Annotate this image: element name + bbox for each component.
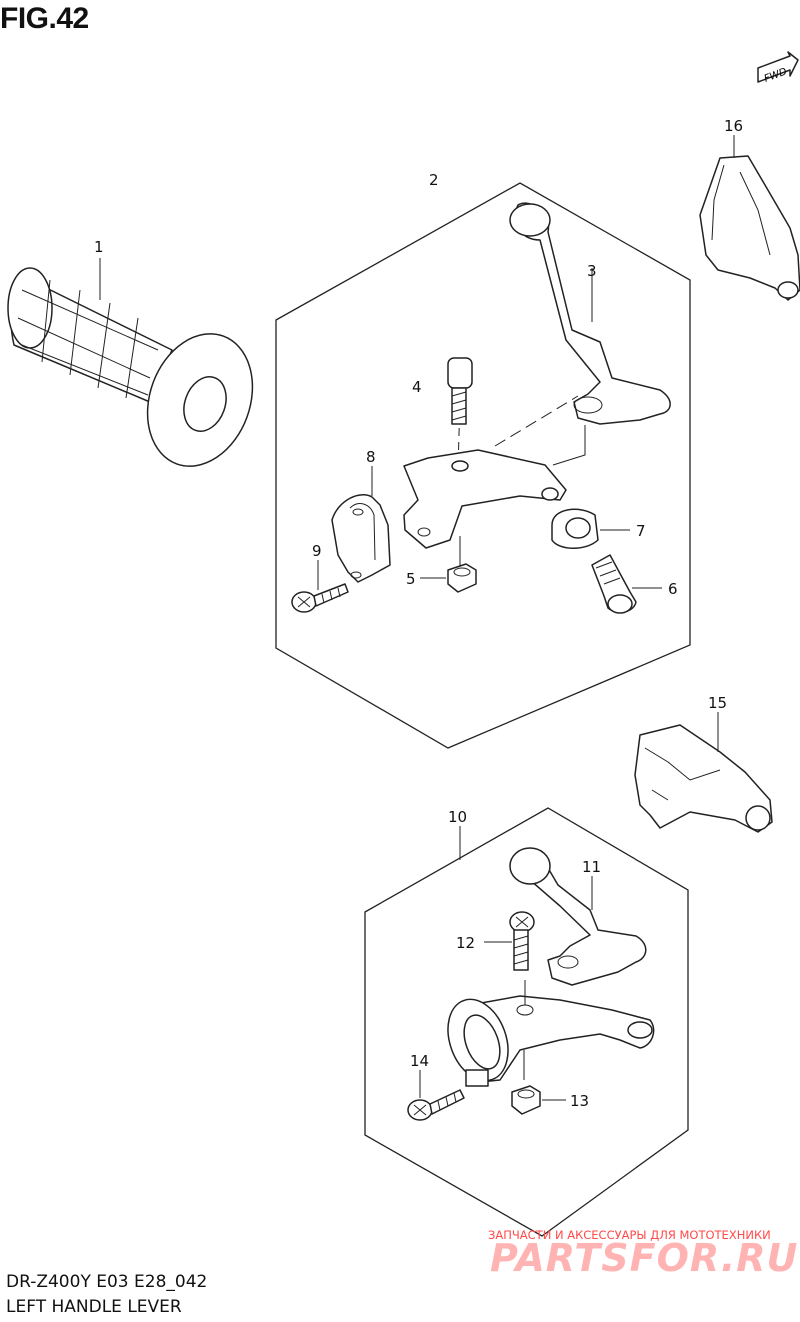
callout-6: 6: [668, 580, 678, 598]
callout-4: 4: [412, 378, 422, 396]
adjuster-collar: [551, 508, 630, 549]
adjuster-bolt: [591, 554, 662, 614]
callout-3: 3: [587, 262, 597, 280]
part-name: LEFT HANDLE LEVER: [6, 1297, 182, 1317]
kit-outline-lower: [364, 807, 689, 1237]
lever-cover-upper: [699, 135, 800, 301]
callout-5: 5: [406, 570, 416, 588]
callout-12: 12: [456, 934, 475, 952]
callout-7: 7: [636, 522, 646, 540]
pivot-bolt: [447, 357, 473, 425]
callout-16: 16: [724, 117, 743, 135]
model-code: DR-Z400Y E03 E28_042: [6, 1272, 208, 1292]
lower-clamp-screw: [407, 1070, 465, 1121]
callout-13: 13: [570, 1092, 589, 1110]
callout-1: 1: [94, 238, 104, 256]
forward-arrow-icon: FWD: [757, 51, 799, 85]
callout-11: 11: [582, 858, 601, 876]
callout-15: 15: [708, 694, 727, 712]
kit-outline-upper: [275, 182, 691, 749]
watermark-subtitle: ЗАПЧАСТИ И АКСЕССУАРЫ ДЛЯ МОТОТЕХНИКИ: [488, 1228, 771, 1242]
figure-title: FIG.42: [0, 2, 89, 35]
grip: [7, 258, 254, 467]
callout-labels: 1 2 3 4 5 6 7 8 9 10 11 12 13 14 15 16: [94, 117, 743, 1110]
lever-bracket: [403, 449, 567, 566]
lever-cover-lower: [634, 712, 773, 833]
callout-10: 10: [448, 808, 467, 826]
callout-8: 8: [366, 448, 376, 466]
watermark-logo: PARTSFOR.RU: [490, 1236, 799, 1280]
lower-pivot-bolt: [484, 911, 535, 971]
callout-2: 2: [429, 171, 439, 189]
clamp-screw: [291, 560, 349, 613]
lower-lever-bracket: [447, 826, 655, 1087]
callout-14: 14: [410, 1052, 429, 1070]
clutch-lever-upper: [509, 202, 671, 425]
callout-9: 9: [312, 542, 322, 560]
bracket-clamp: [331, 466, 391, 583]
lower-lever-nut: [511, 1085, 566, 1115]
lever-nut: [420, 563, 477, 593]
clutch-lever-lower: [509, 847, 647, 986]
